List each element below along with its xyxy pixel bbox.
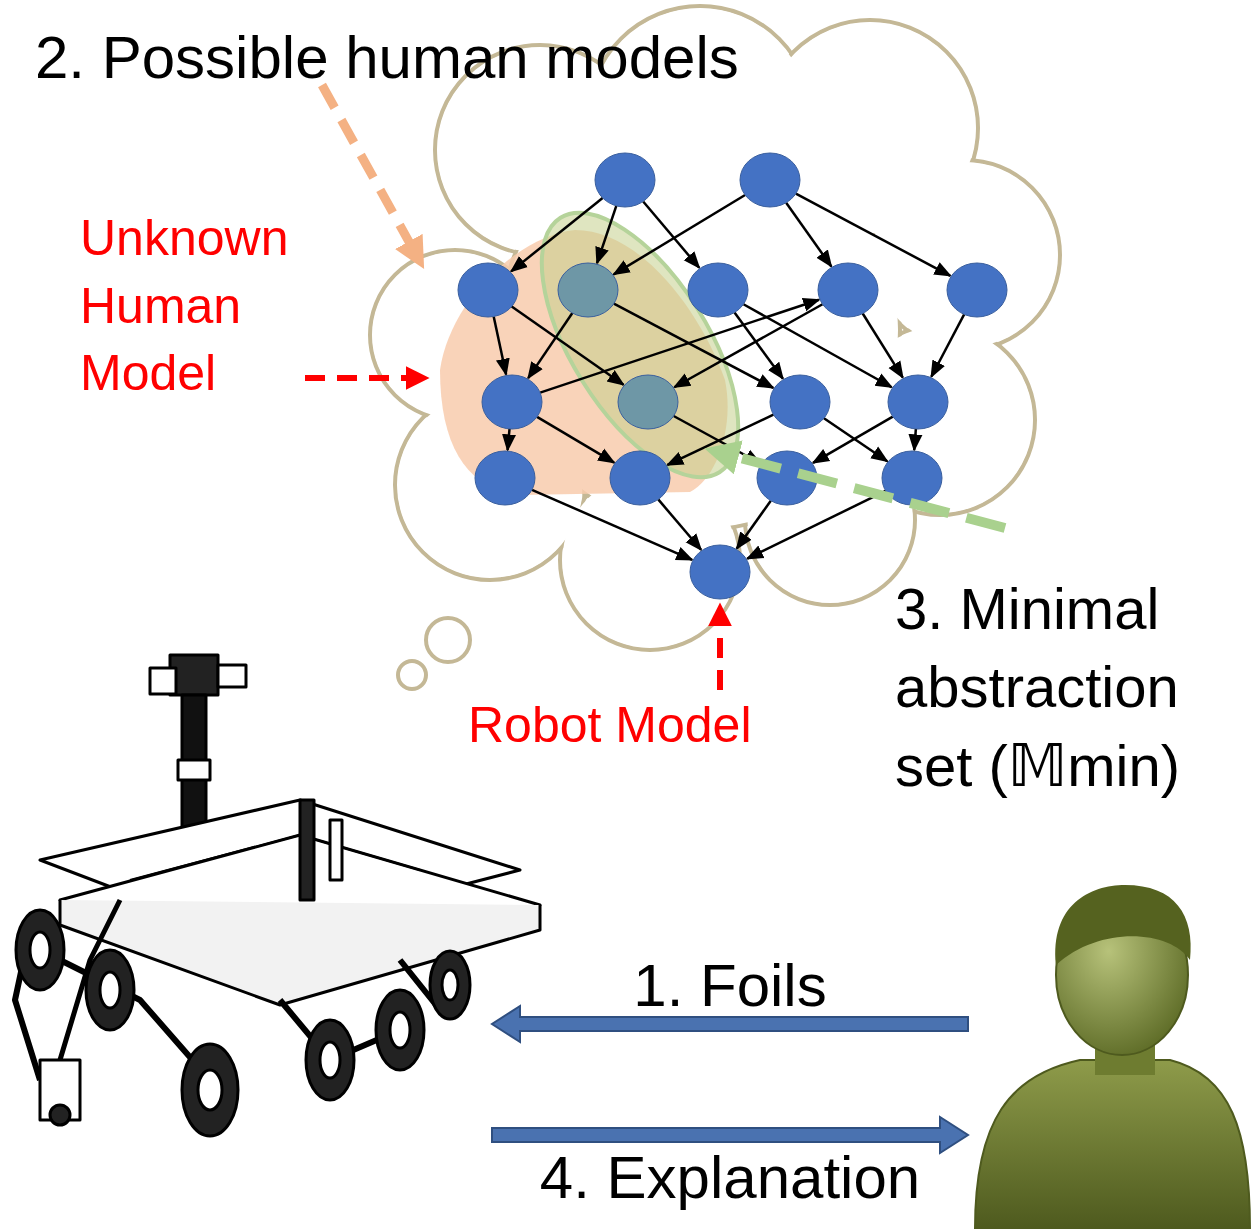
lattice-edge <box>532 490 692 560</box>
drawing-part <box>370 6 1060 650</box>
pointer-arrow <box>322 85 418 258</box>
model-node <box>947 263 1007 317</box>
model-node <box>688 263 748 317</box>
drawing-part <box>442 970 458 1000</box>
model-node <box>482 375 542 429</box>
drawing-part <box>373 9 1058 648</box>
drawing-part <box>182 1044 238 1136</box>
lattice-edge <box>597 206 616 263</box>
thought-bubble <box>398 661 426 689</box>
model-node <box>770 375 830 429</box>
drawing-part <box>50 1105 70 1125</box>
human-figure <box>975 885 1250 1229</box>
model-node <box>475 451 535 505</box>
drawing-part <box>975 1060 1250 1229</box>
drawing-part <box>218 665 246 687</box>
lattice-edge <box>643 201 699 267</box>
drawing-part <box>330 820 342 880</box>
lattice-edge <box>796 194 950 276</box>
lattice-edge <box>863 314 903 378</box>
drawing-part <box>100 972 120 1008</box>
pointer-label: Unknown Human Model <box>80 205 320 408</box>
model-node <box>458 263 518 317</box>
drawing-part <box>130 835 420 880</box>
model-node <box>740 153 800 207</box>
step-label: 1. Foils <box>633 950 826 1022</box>
lattice-edge <box>658 499 701 549</box>
drawing-part <box>376 990 424 1070</box>
lattice-edge <box>537 417 614 463</box>
drawing-part <box>150 668 176 694</box>
lattice-edge <box>813 417 893 463</box>
lattice-edge <box>747 491 885 559</box>
drawing-part <box>390 1012 410 1048</box>
pointer-arrow <box>717 612 723 690</box>
lattice-edge <box>786 203 831 267</box>
lattice-edge <box>614 195 745 274</box>
model-lattice <box>458 153 1007 599</box>
model-node <box>818 263 878 317</box>
callout-label: 3. Minimal abstraction set (𝕄min) <box>895 570 1247 805</box>
rover-illustration <box>15 655 540 1136</box>
lattice-edge <box>512 307 624 385</box>
abstraction-set-ellipse <box>503 182 777 508</box>
title-callout: 2. Possible human models <box>35 22 739 94</box>
drawing-part <box>178 760 210 780</box>
drawing-part <box>198 1070 222 1110</box>
thought-cloud <box>370 6 1060 650</box>
step-label: 4. Explanation <box>540 1142 920 1214</box>
lattice-edge <box>511 198 602 271</box>
lattice-edge <box>494 317 506 375</box>
model-node <box>888 375 948 429</box>
drawing-part <box>86 950 134 1030</box>
lattice-edge <box>528 313 572 378</box>
model-node <box>618 375 678 429</box>
lattice-edge <box>508 429 510 450</box>
model-node <box>558 263 618 317</box>
drawing-part <box>1055 885 1190 965</box>
drawing-part <box>430 951 470 1019</box>
model-node <box>690 545 750 599</box>
thought-bubble <box>426 618 470 662</box>
cloud-fill <box>873 163 1058 348</box>
drawing-part <box>30 932 50 968</box>
model-node <box>610 451 670 505</box>
pointer-arrow <box>305 375 420 381</box>
pointer-arrow <box>718 452 1005 528</box>
pointer-label: Robot Model <box>468 695 752 755</box>
lattice-edge <box>914 429 916 450</box>
drawing-part <box>320 1042 340 1078</box>
model-node <box>595 153 655 207</box>
lattice-edge <box>931 314 964 376</box>
drawing-part <box>16 910 64 990</box>
drawing-part <box>306 1020 354 1100</box>
drawing-part <box>300 800 314 900</box>
lattice-edge <box>737 501 771 549</box>
